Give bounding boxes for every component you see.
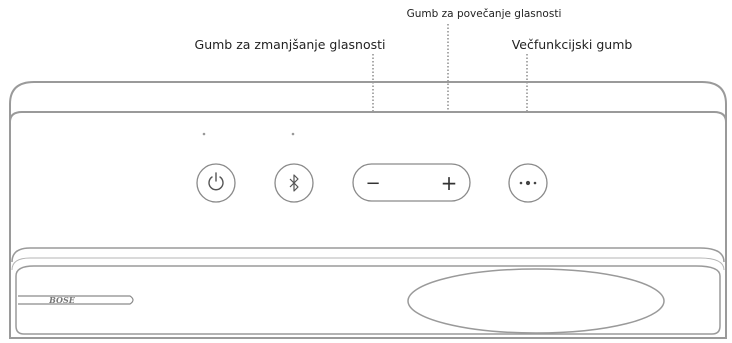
volume-rocker[interactable]: − + [352,163,471,202]
power-icon [208,172,224,191]
volume-up-button[interactable]: + [441,171,458,195]
power-indicator-light [202,132,206,136]
volume-up-callout-label: Gumb za povečanje glasnosti [406,8,562,20]
bose-badge [18,295,134,305]
volume-down-callout-label: Gumb za zmanjšanje glasnosti [194,37,386,52]
speaker-lower-panel [11,247,725,263]
power-button[interactable] [196,163,236,203]
speaker-top-edge [9,81,727,122]
volume-down-button[interactable]: − [365,173,380,194]
bluetooth-indicator-light [291,132,295,136]
multifunction-callout-label: Večfunkcijski gumb [511,37,633,52]
passive-radiator [407,268,665,334]
bluetooth-button[interactable] [274,163,314,203]
multifunction-dots-icon [519,180,537,186]
bluetooth-icon [289,174,299,192]
speaker-body [9,111,727,339]
multifunction-button[interactable] [508,163,548,203]
bose-logo: BOSE [48,295,76,305]
